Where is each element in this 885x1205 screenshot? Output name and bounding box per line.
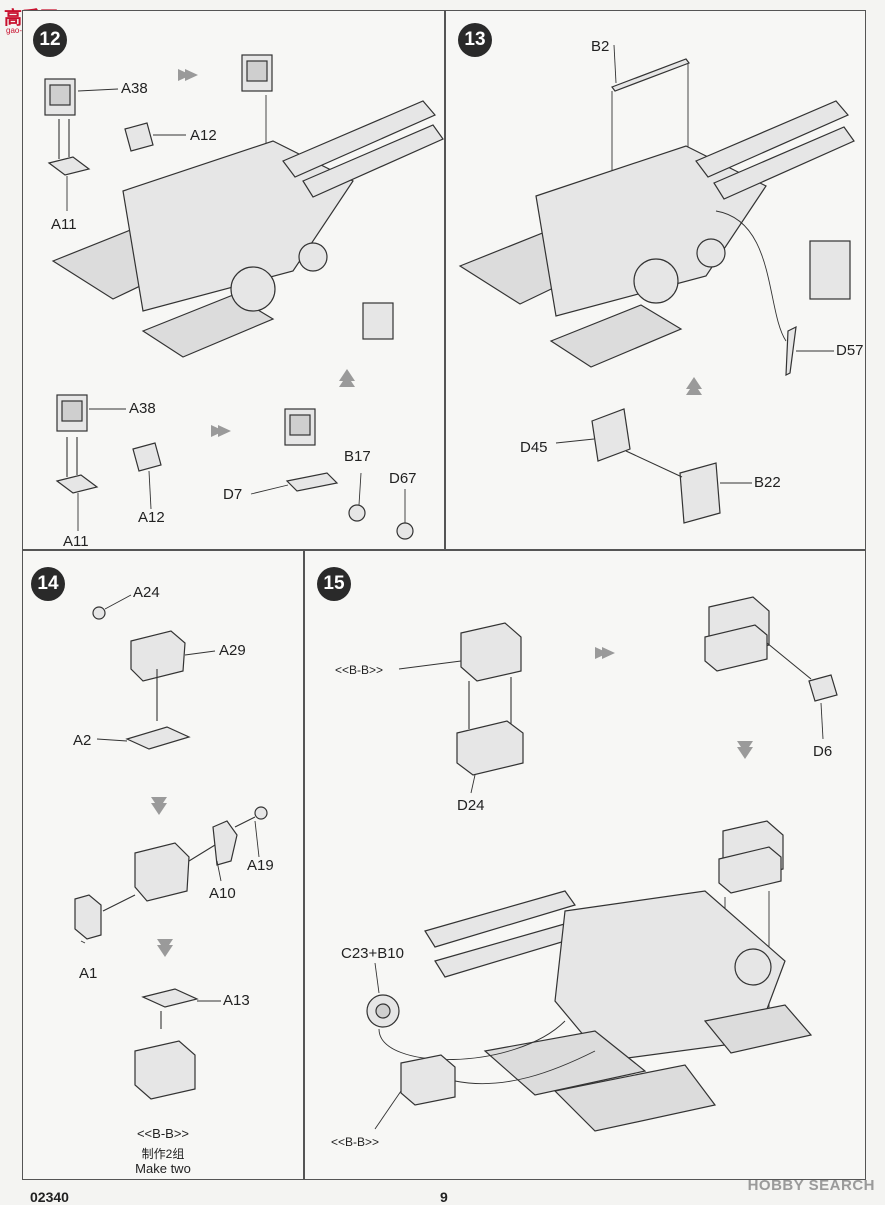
mount-body (122, 140, 354, 312)
caption-bb: <<B-B>> (136, 1126, 190, 1141)
part-a12-top-drawing (124, 122, 154, 152)
bb-assembly-drawing (134, 1040, 196, 1100)
part-b22-mounted (809, 240, 851, 300)
label-d7: D7 (223, 486, 243, 503)
part-a11-top-drawing (47, 156, 91, 176)
footer-page-number: 9 (440, 1189, 448, 1205)
label-a19: A19 (247, 857, 274, 874)
part-a2-drawing (125, 726, 191, 750)
part-a29-drawing (130, 630, 186, 682)
bb-box-top (460, 622, 522, 682)
part-sight-box (362, 302, 394, 340)
part-b17-drawing (348, 504, 366, 522)
part-d7-drawing (285, 472, 339, 492)
label-a24: A24 (133, 584, 160, 601)
part-a13-drawing (141, 988, 199, 1008)
gun-barrel-2 (302, 124, 444, 198)
step-14-badge: 14 (31, 567, 65, 601)
part-b2-drawing (611, 58, 690, 92)
step-13-panel: 13 B2 D57 D45 B22 (445, 10, 866, 550)
step-15-panel: 15 <<B- (304, 550, 866, 1180)
label-a11-bottom: A11 (63, 533, 89, 550)
platform-grating-15b (553, 1064, 717, 1132)
step-12-badge: 12 (33, 23, 67, 57)
part-b22-drawing (679, 462, 721, 524)
label-a10: A10 (209, 885, 236, 902)
watermark: HOBBY SEARCH (747, 1177, 875, 1194)
label-d67: D67 (389, 470, 417, 487)
label-d6: D6 (813, 743, 833, 760)
label-a38-top: A38 (121, 80, 148, 97)
step-14-panel: 14 A24 A29 A2 A19 A10 A1 A13 <<B-B>> 制作2… (22, 550, 304, 1180)
footer-product-code: 02340 (30, 1189, 69, 1205)
label-b22: B22 (754, 474, 781, 491)
step-12-panel: 12 (22, 10, 445, 550)
step-15-illustration (366, 596, 838, 1132)
label-a11-top: A11 (51, 216, 77, 233)
label-a12-top: A12 (190, 127, 217, 144)
part-d24-drawing (456, 720, 524, 776)
gun-barrel-15a (424, 890, 576, 948)
label-a38-bottom: A38 (129, 400, 156, 417)
label-a2: A2 (73, 732, 92, 749)
label-a12-bottom: A12 (138, 509, 165, 526)
label-a1: A1 (79, 965, 98, 982)
part-a19-drawing (254, 806, 268, 820)
gun-barrel-1 (282, 100, 436, 178)
mount-body-13 (535, 145, 767, 317)
part-d6-drawing (808, 674, 838, 702)
label-d45: D45 (520, 439, 548, 456)
part-d67-drawing (396, 522, 414, 540)
part-a1-drawing (74, 894, 102, 940)
label-d24: D24 (457, 797, 485, 814)
caption-make-two-zh: 制作2组 (141, 1147, 185, 1161)
platform-grating-15c (703, 1004, 813, 1054)
part-d57-drawing (785, 325, 797, 376)
step-13-badge: 13 (458, 23, 492, 57)
step-12-illustration (44, 54, 444, 540)
a29-assembly (134, 842, 190, 902)
label-bb-top: <<B-B>> (335, 663, 384, 677)
platform-grating-15a (483, 1030, 647, 1096)
part-a10-drawing (212, 820, 238, 866)
label-bb-bottom: <<B-B>> (331, 1135, 380, 1149)
label-a29: A29 (219, 642, 246, 659)
platform-grating-front (141, 294, 275, 358)
step-13-illustration (458, 44, 855, 524)
handwheel (230, 266, 276, 312)
label-b2: B2 (591, 38, 610, 55)
part-a24-drawing (92, 606, 106, 620)
bb-box-bottom (400, 1054, 456, 1106)
step-15-badge: 15 (317, 567, 351, 601)
part-d45-drawing (591, 408, 631, 462)
label-a13: A13 (223, 992, 250, 1009)
step-14-illustration (74, 594, 268, 1100)
label-c23-b10: C23+B10 (341, 945, 404, 962)
label-b17: B17 (344, 448, 371, 465)
label-d57: D57 (836, 342, 864, 359)
caption-make-two-en: Make two (135, 1161, 191, 1176)
